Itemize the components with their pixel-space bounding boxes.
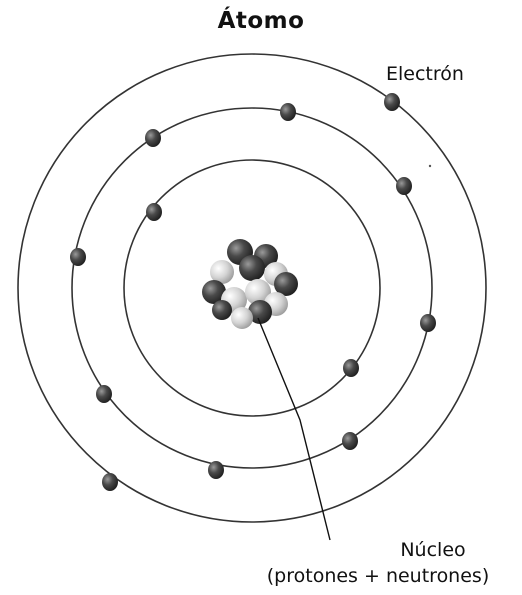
diagram-title: Átomo [217, 8, 305, 34]
electron [384, 93, 400, 111]
neutron [239, 255, 265, 281]
nucleus-leader-line [257, 317, 331, 541]
electron [145, 129, 161, 147]
electron [96, 385, 112, 403]
electron [102, 473, 118, 491]
speck [428, 164, 432, 168]
neutron [202, 280, 226, 304]
electron [208, 461, 224, 479]
electron-label: Electrón [386, 63, 464, 85]
orbit-inner [123, 159, 381, 417]
proton [245, 279, 271, 305]
nucleus [202, 239, 298, 329]
orbits [17, 53, 487, 523]
electron [343, 359, 359, 377]
nucleus-label-title: Núcleo [400, 539, 466, 561]
electron [342, 432, 358, 450]
electron [280, 103, 296, 121]
neutron [274, 272, 298, 296]
electron [146, 203, 162, 221]
neutron [248, 300, 272, 324]
proton [231, 307, 253, 329]
electrons [70, 93, 436, 491]
orbit-middle [71, 107, 433, 469]
electron [70, 248, 86, 266]
proton [210, 260, 234, 284]
electron [396, 177, 412, 195]
electron [420, 314, 436, 332]
orbit-outer [17, 53, 487, 523]
neutron [212, 300, 232, 320]
nucleus-label: Núcleo (protones + neutrones) [267, 537, 522, 589]
nucleus-label-detail: (protones + neutrones) [266, 565, 490, 587]
